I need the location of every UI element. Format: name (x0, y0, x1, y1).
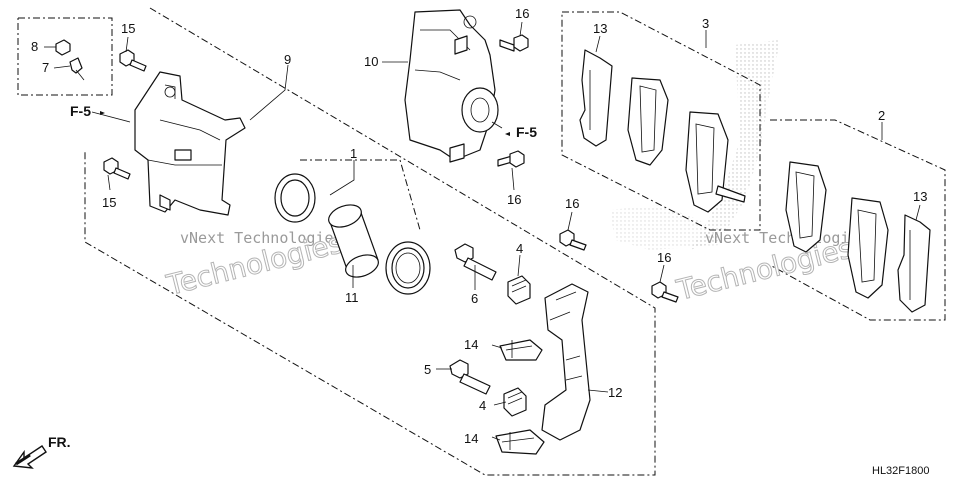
reference-label-left: F-5 (70, 103, 91, 119)
front-arrow-icon (12, 445, 47, 469)
callout-14-upper: 14 (464, 337, 478, 352)
callout-16-center: 16 (565, 196, 579, 211)
part-15-bolt-lower (103, 157, 131, 180)
diagram-code: HL32F1800 (872, 465, 930, 477)
part-3-pad-inner (685, 111, 746, 213)
callout-16-top: 16 (515, 6, 529, 21)
group-frame-3 (561, 11, 761, 231)
callout-6: 6 (471, 291, 478, 306)
callout-9: 9 (284, 52, 291, 67)
part-6-slide-pin (454, 243, 497, 281)
callout-16-right: 16 (657, 250, 671, 265)
part-14-pad-clip-lower (495, 429, 545, 455)
callout-1: 1 (350, 146, 357, 161)
part-7-bleeder-screw (69, 57, 85, 81)
callout-4-upper: 4 (516, 241, 523, 256)
callouts: 8 7 15 15 9 10 16 16 16 16 1 11 6 4 4 5 … (31, 6, 927, 446)
callout-13-right: 13 (913, 189, 927, 204)
group-frame-1 (300, 159, 421, 231)
part-9-caliper-body (134, 71, 246, 216)
callout-8: 8 (31, 39, 38, 54)
leader-lines (44, 21, 921, 441)
part-16-bolt-mid (497, 150, 525, 168)
part-4-pin-boot-lower (503, 387, 527, 417)
watermark-text-right: vNext Technologies (705, 229, 868, 247)
callout-15-lower: 15 (102, 195, 116, 210)
callout-4-lower: 4 (479, 398, 486, 413)
callout-16-mid: 16 (507, 192, 521, 207)
part-15-bolt-upper (119, 49, 147, 72)
callout-7: 7 (42, 60, 49, 75)
part-2-pad-inner (847, 197, 889, 299)
group-frame-2 (769, 119, 946, 321)
callout-15-upper: 15 (121, 21, 135, 36)
part-13-shim-right (897, 214, 931, 313)
watermark-wing-logo (610, 40, 780, 250)
callout-3: 3 (702, 16, 709, 31)
callout-13-left: 13 (593, 21, 607, 36)
front-direction-indicator: FR. (12, 434, 71, 469)
part-12-caliper-bracket (541, 283, 591, 441)
part-8-bleeder-cap (55, 39, 71, 56)
reference-label-right: F-5 (516, 124, 537, 140)
part-16-bolt-center (559, 229, 587, 251)
part-1-dust-boot (385, 241, 431, 295)
watermark-text-left: vNext Technologies (180, 229, 343, 247)
part-3-pad-outer (627, 77, 669, 166)
front-direction-label: FR. (48, 434, 71, 450)
part-16-bolt-top (499, 34, 529, 52)
callout-14-lower: 14 (464, 431, 478, 446)
part-1-piston-seal (274, 173, 316, 223)
part-16-bolt-right (651, 281, 679, 303)
group-frame-8-7 (17, 17, 113, 96)
callout-12: 12 (608, 385, 622, 400)
reference-labels: F-5 F-5 (70, 103, 537, 140)
callout-10: 10 (364, 54, 378, 69)
part-11-piston (328, 204, 379, 278)
part-13-shim-left (579, 49, 613, 147)
part-2-pad-outer (785, 161, 827, 253)
callout-11: 11 (345, 290, 359, 305)
part-14-pad-clip-upper (499, 339, 543, 361)
callout-2: 2 (878, 108, 885, 123)
part-4-pin-boot-upper (507, 275, 531, 305)
part-10-caliper-assembly (404, 9, 499, 163)
part-5-slide-pin (449, 359, 491, 395)
callout-5: 5 (424, 362, 431, 377)
